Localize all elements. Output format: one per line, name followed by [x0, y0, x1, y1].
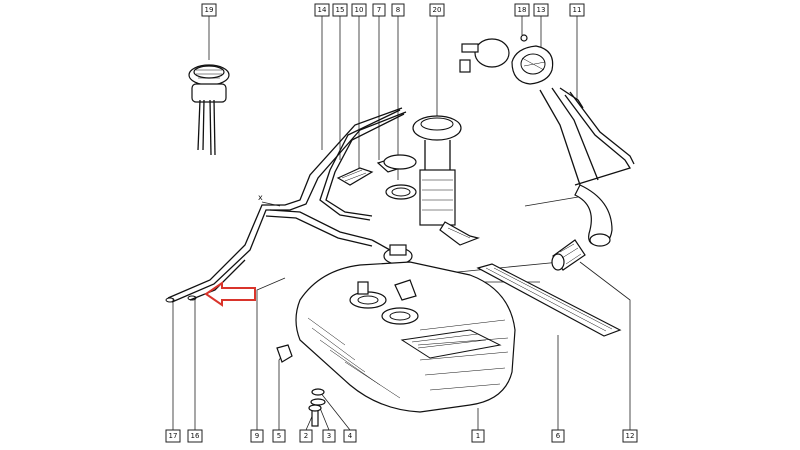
- callout-6[interactable]: 6: [551, 429, 565, 443]
- svg-text:6: 6: [556, 432, 561, 440]
- callout-12[interactable]: 12: [622, 429, 638, 443]
- callout-2[interactable]: 2: [299, 429, 313, 443]
- callout-9[interactable]: 9: [250, 429, 264, 443]
- strap-6[interactable]: [476, 263, 622, 337]
- svg-text:13: 13: [537, 6, 546, 14]
- nut-4[interactable]: [311, 388, 325, 396]
- valve-9[interactable]: [371, 239, 413, 265]
- svg-text:4: 4: [348, 432, 353, 440]
- highlight-arrow: [204, 281, 256, 307]
- callout-4[interactable]: 4: [343, 429, 357, 443]
- filler-neck-13[interactable]: [511, 45, 554, 85]
- callout-13[interactable]: 13: [533, 3, 549, 17]
- callout-17[interactable]: 17: [165, 429, 181, 443]
- svg-text:19: 19: [205, 6, 214, 14]
- hose-12[interactable]: [551, 239, 586, 271]
- washer-3[interactable]: [310, 398, 326, 406]
- callout-5[interactable]: 5: [272, 429, 286, 443]
- callout-18[interactable]: 18: [514, 3, 530, 17]
- connector-block-10[interactable]: [336, 167, 374, 186]
- gasket-8[interactable]: [383, 154, 417, 200]
- callout-1[interactable]: 1: [471, 429, 485, 443]
- svg-text:12: 12: [626, 432, 635, 440]
- svg-text:x: x: [258, 193, 263, 202]
- fuel-pump-20[interactable]: [412, 115, 480, 246]
- bolt-2[interactable]: [308, 404, 322, 427]
- svg-text:3: 3: [327, 432, 331, 440]
- callout-14[interactable]: 14: [314, 3, 330, 17]
- svg-text:20: 20: [433, 6, 442, 14]
- svg-text:8: 8: [396, 6, 400, 14]
- callout-20[interactable]: 20: [429, 3, 445, 17]
- svg-text:1: 1: [476, 432, 480, 440]
- fuel-lines[interactable]: [165, 107, 407, 303]
- callout-3[interactable]: 3: [322, 429, 336, 443]
- callout-11[interactable]: 11: [569, 3, 585, 17]
- svg-text:11: 11: [573, 6, 582, 14]
- callout-10[interactable]: 10: [351, 3, 367, 17]
- svg-text:5: 5: [277, 432, 281, 440]
- svg-text:14: 14: [318, 6, 327, 14]
- callout-16[interactable]: 16: [187, 429, 203, 443]
- svg-text:17: 17: [169, 432, 178, 440]
- filler-cap-18[interactable]: [459, 34, 528, 73]
- svg-text:16: 16: [191, 432, 200, 440]
- svg-text:2: 2: [304, 432, 308, 440]
- clip-5[interactable]: [276, 344, 293, 363]
- callout-8[interactable]: 8: [391, 3, 405, 17]
- svg-text:18: 18: [518, 6, 527, 14]
- leader-lines: [172, 16, 631, 431]
- svg-text:9: 9: [255, 432, 259, 440]
- filler-pipe-11[interactable]: [539, 87, 635, 247]
- fuel-tank-1[interactable]: [295, 261, 516, 413]
- sender-unit-19[interactable]: [188, 64, 230, 156]
- callout-15[interactable]: 15: [332, 3, 348, 17]
- callout-7[interactable]: 7: [372, 3, 386, 17]
- svg-text:7: 7: [377, 6, 381, 14]
- x-marker: x: [258, 193, 281, 207]
- svg-text:10: 10: [355, 6, 364, 14]
- svg-text:15: 15: [336, 6, 345, 14]
- callout-19[interactable]: 19: [201, 3, 217, 17]
